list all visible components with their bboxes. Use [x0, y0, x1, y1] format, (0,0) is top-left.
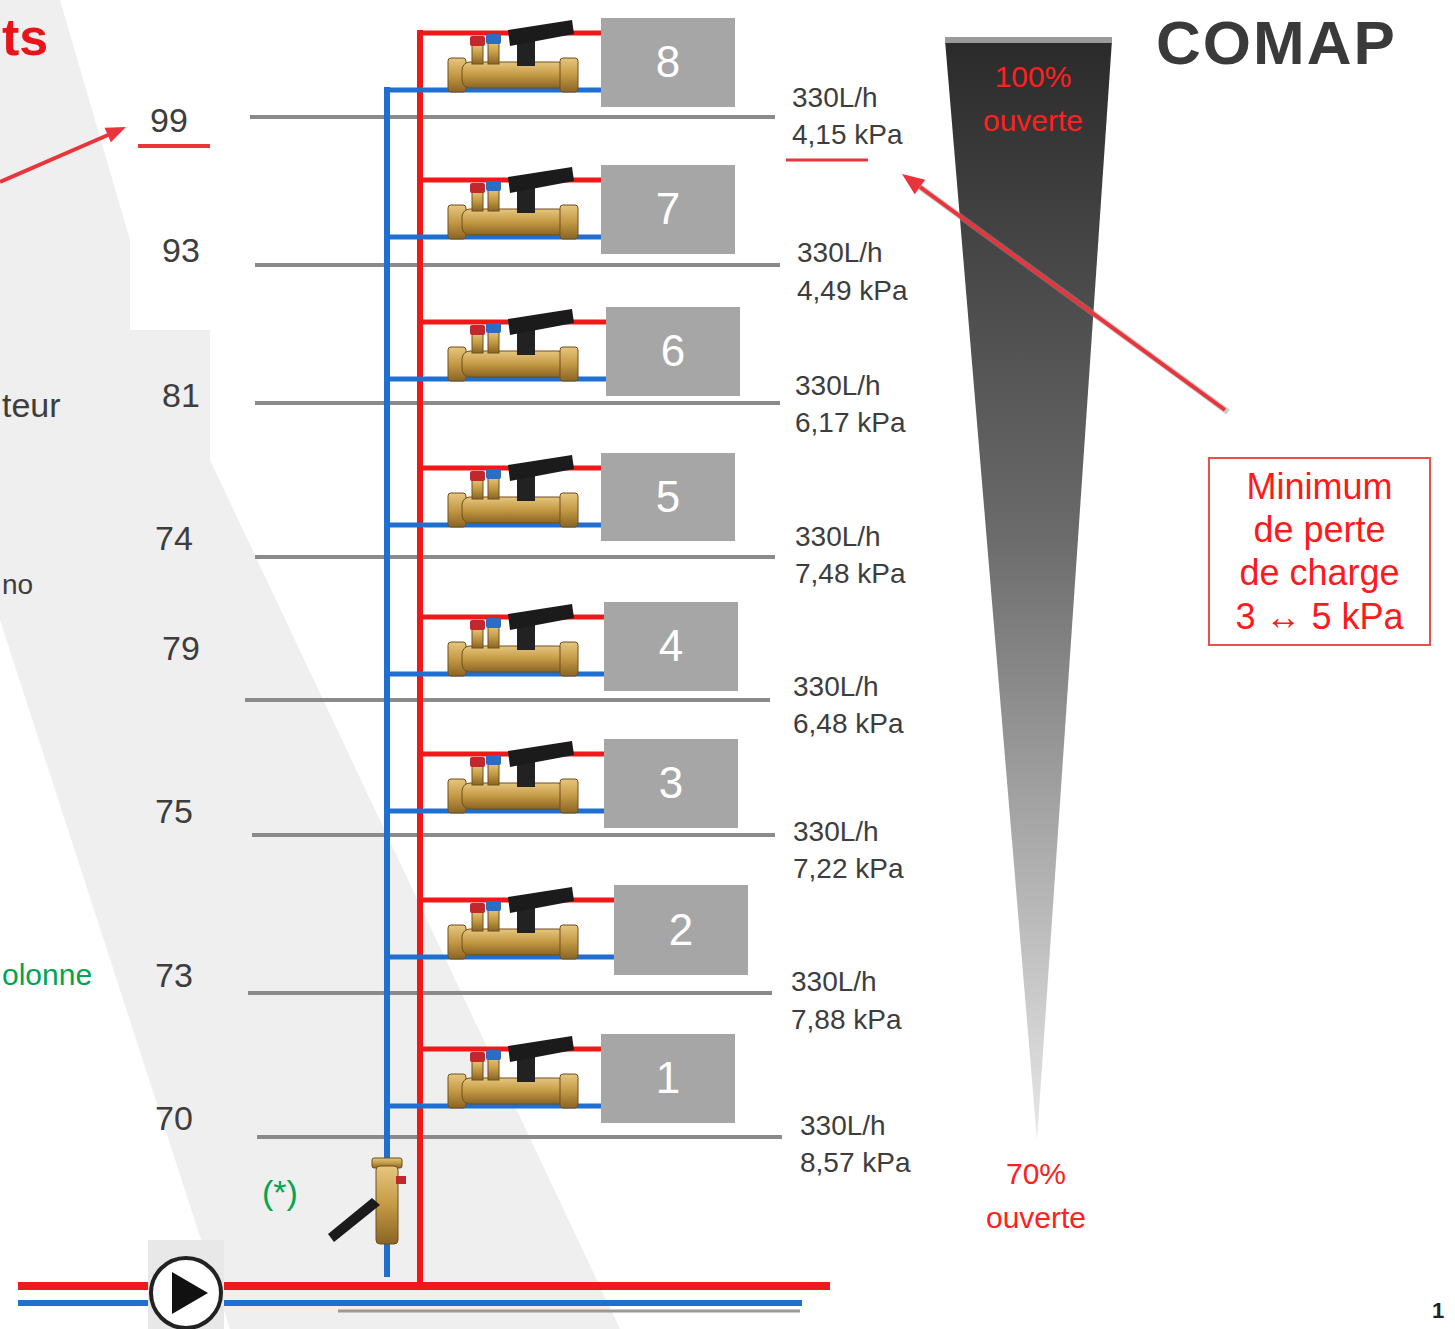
- floor-line: [248, 991, 772, 995]
- pump-symbol: [151, 1258, 221, 1328]
- opening-label: 70% ouverte: [971, 1152, 1101, 1239]
- floor-lines: [245, 117, 782, 1137]
- pump-ground: [148, 1240, 224, 1329]
- underline: [138, 144, 210, 148]
- leader-arrow: [0, 135, 108, 182]
- pressure-drop: 6,48 kPa: [793, 707, 904, 741]
- riser-dp: 70: [155, 1098, 193, 1139]
- flow-rate: 330L/h: [792, 81, 878, 115]
- leader-shadow: [920, 187, 1228, 412]
- flow-rate: 330L/h: [791, 965, 877, 999]
- flow-rate: 330L/h: [795, 369, 881, 403]
- pressure-drop: 4,15 kPa: [792, 118, 903, 152]
- pressure-drop: 7,48 kPa: [795, 557, 906, 591]
- apartment-box: 3: [604, 739, 738, 828]
- ground-line: [338, 1310, 800, 1313]
- balancing-valve: [448, 1036, 578, 1108]
- apartment-box: 2: [614, 885, 748, 975]
- balancing-valve: [448, 887, 578, 959]
- side-text: no: [2, 568, 33, 602]
- red-cap: [396, 1176, 406, 1184]
- leader-arrow: [920, 187, 1225, 410]
- riser-dp: 81: [162, 375, 200, 416]
- balancing-valve: [448, 604, 578, 676]
- return-riser: [384, 87, 390, 1277]
- note-box: Minimum de perte de charge 3 ↔ 5 kPa: [1208, 457, 1431, 646]
- pressure-drop: 8,57 kPa: [800, 1146, 911, 1180]
- side-text: olonne: [2, 957, 92, 993]
- flow-rate: 330L/h: [797, 236, 883, 270]
- return-branches: [385, 90, 618, 1106]
- handle-lever: [328, 1198, 380, 1242]
- opening-triangle: [945, 40, 1112, 1140]
- note-text: Minimum de perte de charge 3 ↔ 5 kPa: [1232, 465, 1407, 638]
- riser-dp: 73: [155, 955, 193, 996]
- page-title: ts: [2, 6, 48, 68]
- balancing-valve: [448, 455, 578, 527]
- floor-line: [250, 115, 775, 119]
- floor-number: 7: [656, 185, 680, 233]
- supply-riser: [417, 30, 423, 1288]
- apartment-box: 5: [601, 453, 735, 541]
- opening-label: 100% ouverte: [968, 55, 1098, 142]
- floor-number: 6: [661, 327, 685, 375]
- floor-line: [255, 401, 780, 405]
- floor-line: [255, 263, 780, 267]
- riser-dp: 75: [155, 791, 193, 832]
- floor-number: 2: [669, 906, 693, 954]
- riser-dp: 79: [162, 628, 200, 669]
- apartment-box: 1: [601, 1034, 735, 1123]
- pressure-drop: 4,49 kPa: [797, 274, 908, 308]
- floor-line: [245, 698, 770, 702]
- floor-number: 1: [656, 1054, 680, 1102]
- floor-line: [255, 555, 775, 559]
- arrow-head: [105, 127, 127, 142]
- floor-number: 5: [656, 473, 680, 521]
- balancing-valve: [448, 741, 578, 813]
- supply-branches: [418, 33, 618, 1049]
- supply-main: [18, 1282, 830, 1290]
- floor-number: 8: [656, 38, 680, 86]
- pump-triangle: [172, 1272, 208, 1314]
- riser-dp: 99: [150, 100, 188, 141]
- floor-number: 3: [659, 759, 683, 807]
- flow-rate: 330L/h: [795, 520, 881, 554]
- floor-line: [257, 1135, 782, 1139]
- pressure-drop: 6,17 kPa: [795, 406, 906, 440]
- flow-rate: 330L/h: [793, 670, 879, 704]
- background-band: [0, 0, 620, 1329]
- pressure-drop: 7,22 kPa: [793, 852, 904, 886]
- return-main: [18, 1300, 802, 1306]
- flow-rate: 330L/h: [793, 815, 879, 849]
- riser-dp: 74: [155, 518, 193, 559]
- floor-number: 4: [659, 622, 683, 670]
- apartment-box: 7: [601, 165, 735, 254]
- underline: [786, 159, 868, 162]
- riser-dp: 93: [162, 230, 200, 271]
- balancing-valve: [448, 309, 578, 381]
- page-number: 1: [1432, 1298, 1444, 1324]
- pressure-drop: 7,88 kPa: [791, 1003, 902, 1037]
- flow-rate: 330L/h: [800, 1109, 886, 1143]
- arrow-head: [902, 174, 925, 194]
- balancing-valve: [448, 20, 578, 92]
- apartment-box: 8: [601, 18, 735, 107]
- floor-line: [252, 833, 775, 837]
- apartment-box: 4: [604, 602, 738, 691]
- side-text: teur: [2, 385, 61, 426]
- brand-logo: COMAP: [1156, 6, 1397, 80]
- balancing-valve: [448, 167, 578, 239]
- footnote-mark: (*): [262, 1172, 298, 1213]
- apartment-box: 6: [606, 307, 740, 396]
- triangle-top: [945, 37, 1112, 43]
